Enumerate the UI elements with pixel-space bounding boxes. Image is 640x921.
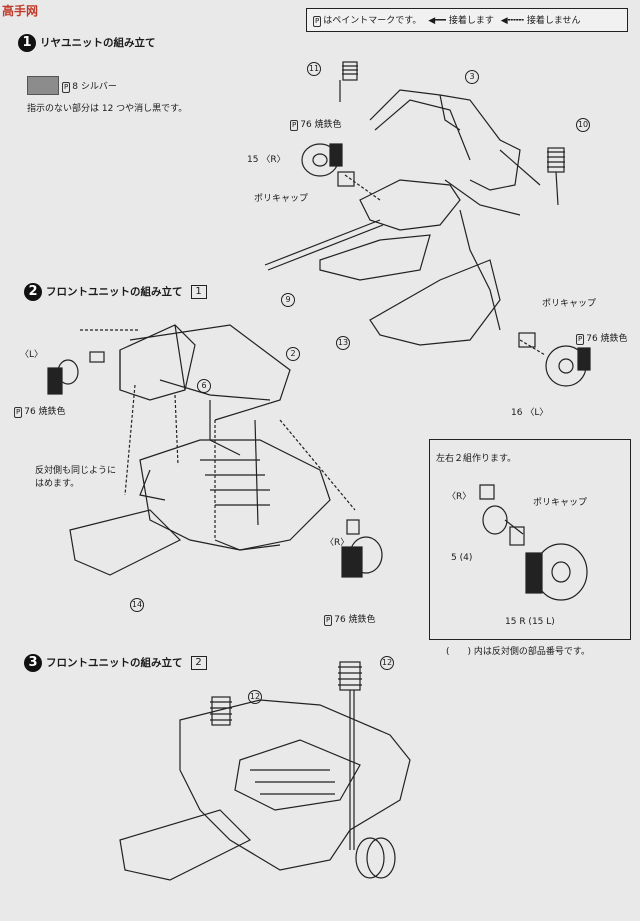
inset-box xyxy=(429,439,631,640)
step3-frame-drawing xyxy=(119,690,411,881)
arrow-solid-icon: ◀━━ xyxy=(428,16,446,26)
rear-brake-disc-left xyxy=(518,332,591,387)
legend-glue-text: 接着します xyxy=(448,16,494,26)
part-9-label: 9 xyxy=(281,289,295,308)
rear-frame-drawing xyxy=(264,89,541,346)
part-16l-label: 16 〈L〉 xyxy=(511,408,549,418)
step1-number: 1 xyxy=(18,34,36,52)
part-13-label: 13 xyxy=(336,332,350,351)
part-3-label: 3 xyxy=(465,66,479,85)
part-12b-label: 12 xyxy=(248,686,262,705)
spring-11-drawing xyxy=(339,61,358,102)
inset-part5: 5 (4) xyxy=(451,553,473,563)
inset-polycap: ポリキャップ xyxy=(533,498,588,508)
paint-mark-icon: P xyxy=(62,82,71,93)
step2-number: 2 xyxy=(24,283,42,301)
part-10-label: 10 xyxy=(576,114,590,133)
polycap-label: ポリキャップ xyxy=(254,194,309,204)
part-11-label: 11 xyxy=(307,58,321,77)
silver-swatch xyxy=(27,76,59,95)
label-l: 〈L〉 xyxy=(20,350,44,360)
spring-10-drawing xyxy=(547,147,565,206)
part-12a-label: 12 xyxy=(380,652,394,671)
paint-mark-icon: P xyxy=(313,16,322,27)
part-2-label: 2 xyxy=(286,343,300,362)
step3-number: 3 xyxy=(24,654,42,672)
step1-note: 指示のない部分は 12 つや消し黒です。 xyxy=(27,104,188,114)
inset-label-r: 〈R〉 xyxy=(447,492,472,502)
legend-paint-text: はペイントマークです。 xyxy=(323,16,422,26)
step3-heading: 3 フロントユニットの組み立て 2 xyxy=(24,654,207,672)
spring-12-left-drawing xyxy=(210,696,232,726)
step1-heading: 1 リヤユニットの組み立て xyxy=(18,34,156,52)
legend-noglue-text: 接着しません xyxy=(526,16,581,26)
front-frame-drawing xyxy=(69,324,356,576)
part-15r-label: 15 〈R〉 xyxy=(247,155,286,165)
step1-title: リヤユニットの組み立て xyxy=(40,37,156,49)
arrow-dashed-icon: ◀╍╍╍ xyxy=(500,16,524,26)
step2-note-line2: はめます。 xyxy=(35,479,80,489)
front-disc-left xyxy=(47,351,105,395)
inset-caption: ( ) 内は反対側の部品番号です。 xyxy=(446,647,590,657)
step2-note-line1: 反対側も同じように xyxy=(35,466,117,476)
spring-12-right-drawing xyxy=(338,661,362,691)
watermark-logo: 高手网 xyxy=(2,4,39,18)
step3-title: フロントユニットの組み立て xyxy=(46,657,183,669)
step2-box: 1 xyxy=(190,285,207,299)
part-14-label: 14 xyxy=(130,594,144,613)
silver-label-text: 8 シルバー xyxy=(72,82,117,92)
label-r: 〈R〉 xyxy=(325,538,350,548)
step2-title: フロントユニットの組み立て xyxy=(46,286,183,298)
inset-header: 左右２組作ります。 xyxy=(436,454,517,464)
inset-part15: 15 R (15 L) xyxy=(505,617,555,627)
step2-heading: 2 フロントユニットの組み立て 1 xyxy=(24,283,207,301)
part-6-label: 6 xyxy=(197,375,211,394)
front-disc-right xyxy=(341,519,383,578)
rear-brake-disc-right xyxy=(301,143,355,187)
polycap2-label: ポリキャップ xyxy=(542,299,597,309)
step3-box: 2 xyxy=(190,656,207,670)
inset-hub-drawing xyxy=(479,484,588,601)
